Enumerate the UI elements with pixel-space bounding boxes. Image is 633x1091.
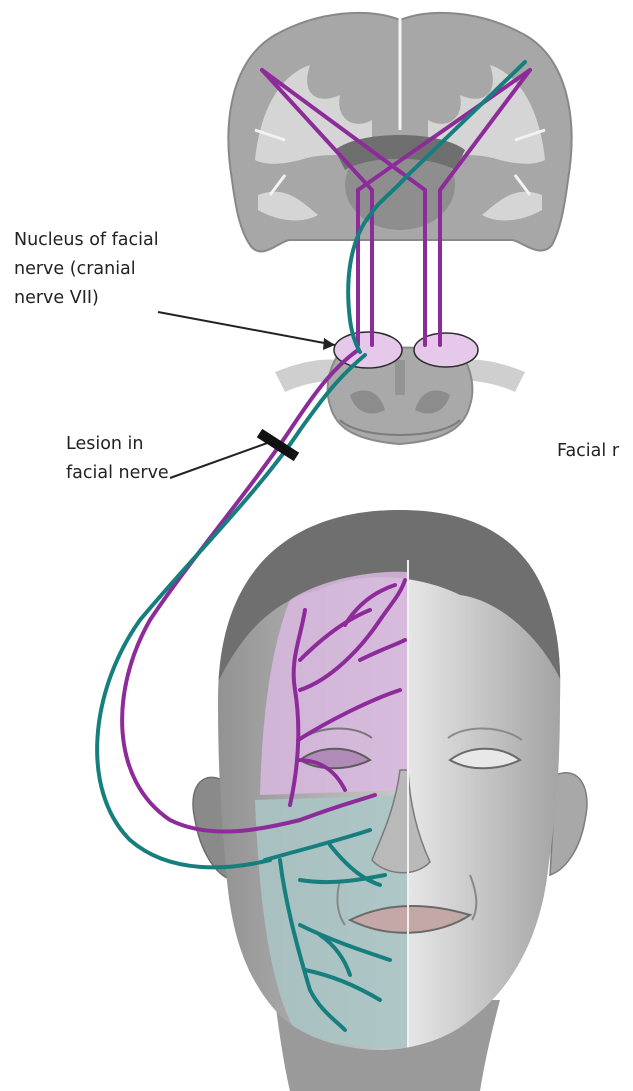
pointer-line-lesion (170, 442, 270, 478)
nucleus-label-line-1: Nucleus of facial (14, 226, 159, 255)
pointer-line-nucleus (158, 312, 335, 350)
nucleus-label-line-3: nerve VII) (14, 284, 159, 313)
lesion-label-line-2: facial nerve (66, 459, 169, 488)
nucleus-label-line-2: nerve (cranial (14, 255, 159, 284)
brainstem-section-icon (275, 332, 525, 444)
facial-nerve-cut-label: Facial r (557, 437, 633, 466)
nucleus-of-facial-nerve-label: Nucleus of facial nerve (cranial nerve V… (14, 226, 159, 313)
lesion-label-line-1: Lesion in (66, 430, 169, 459)
lesion-in-facial-nerve-label: Lesion in facial nerve (66, 430, 169, 488)
brain-section-icon (228, 13, 571, 252)
